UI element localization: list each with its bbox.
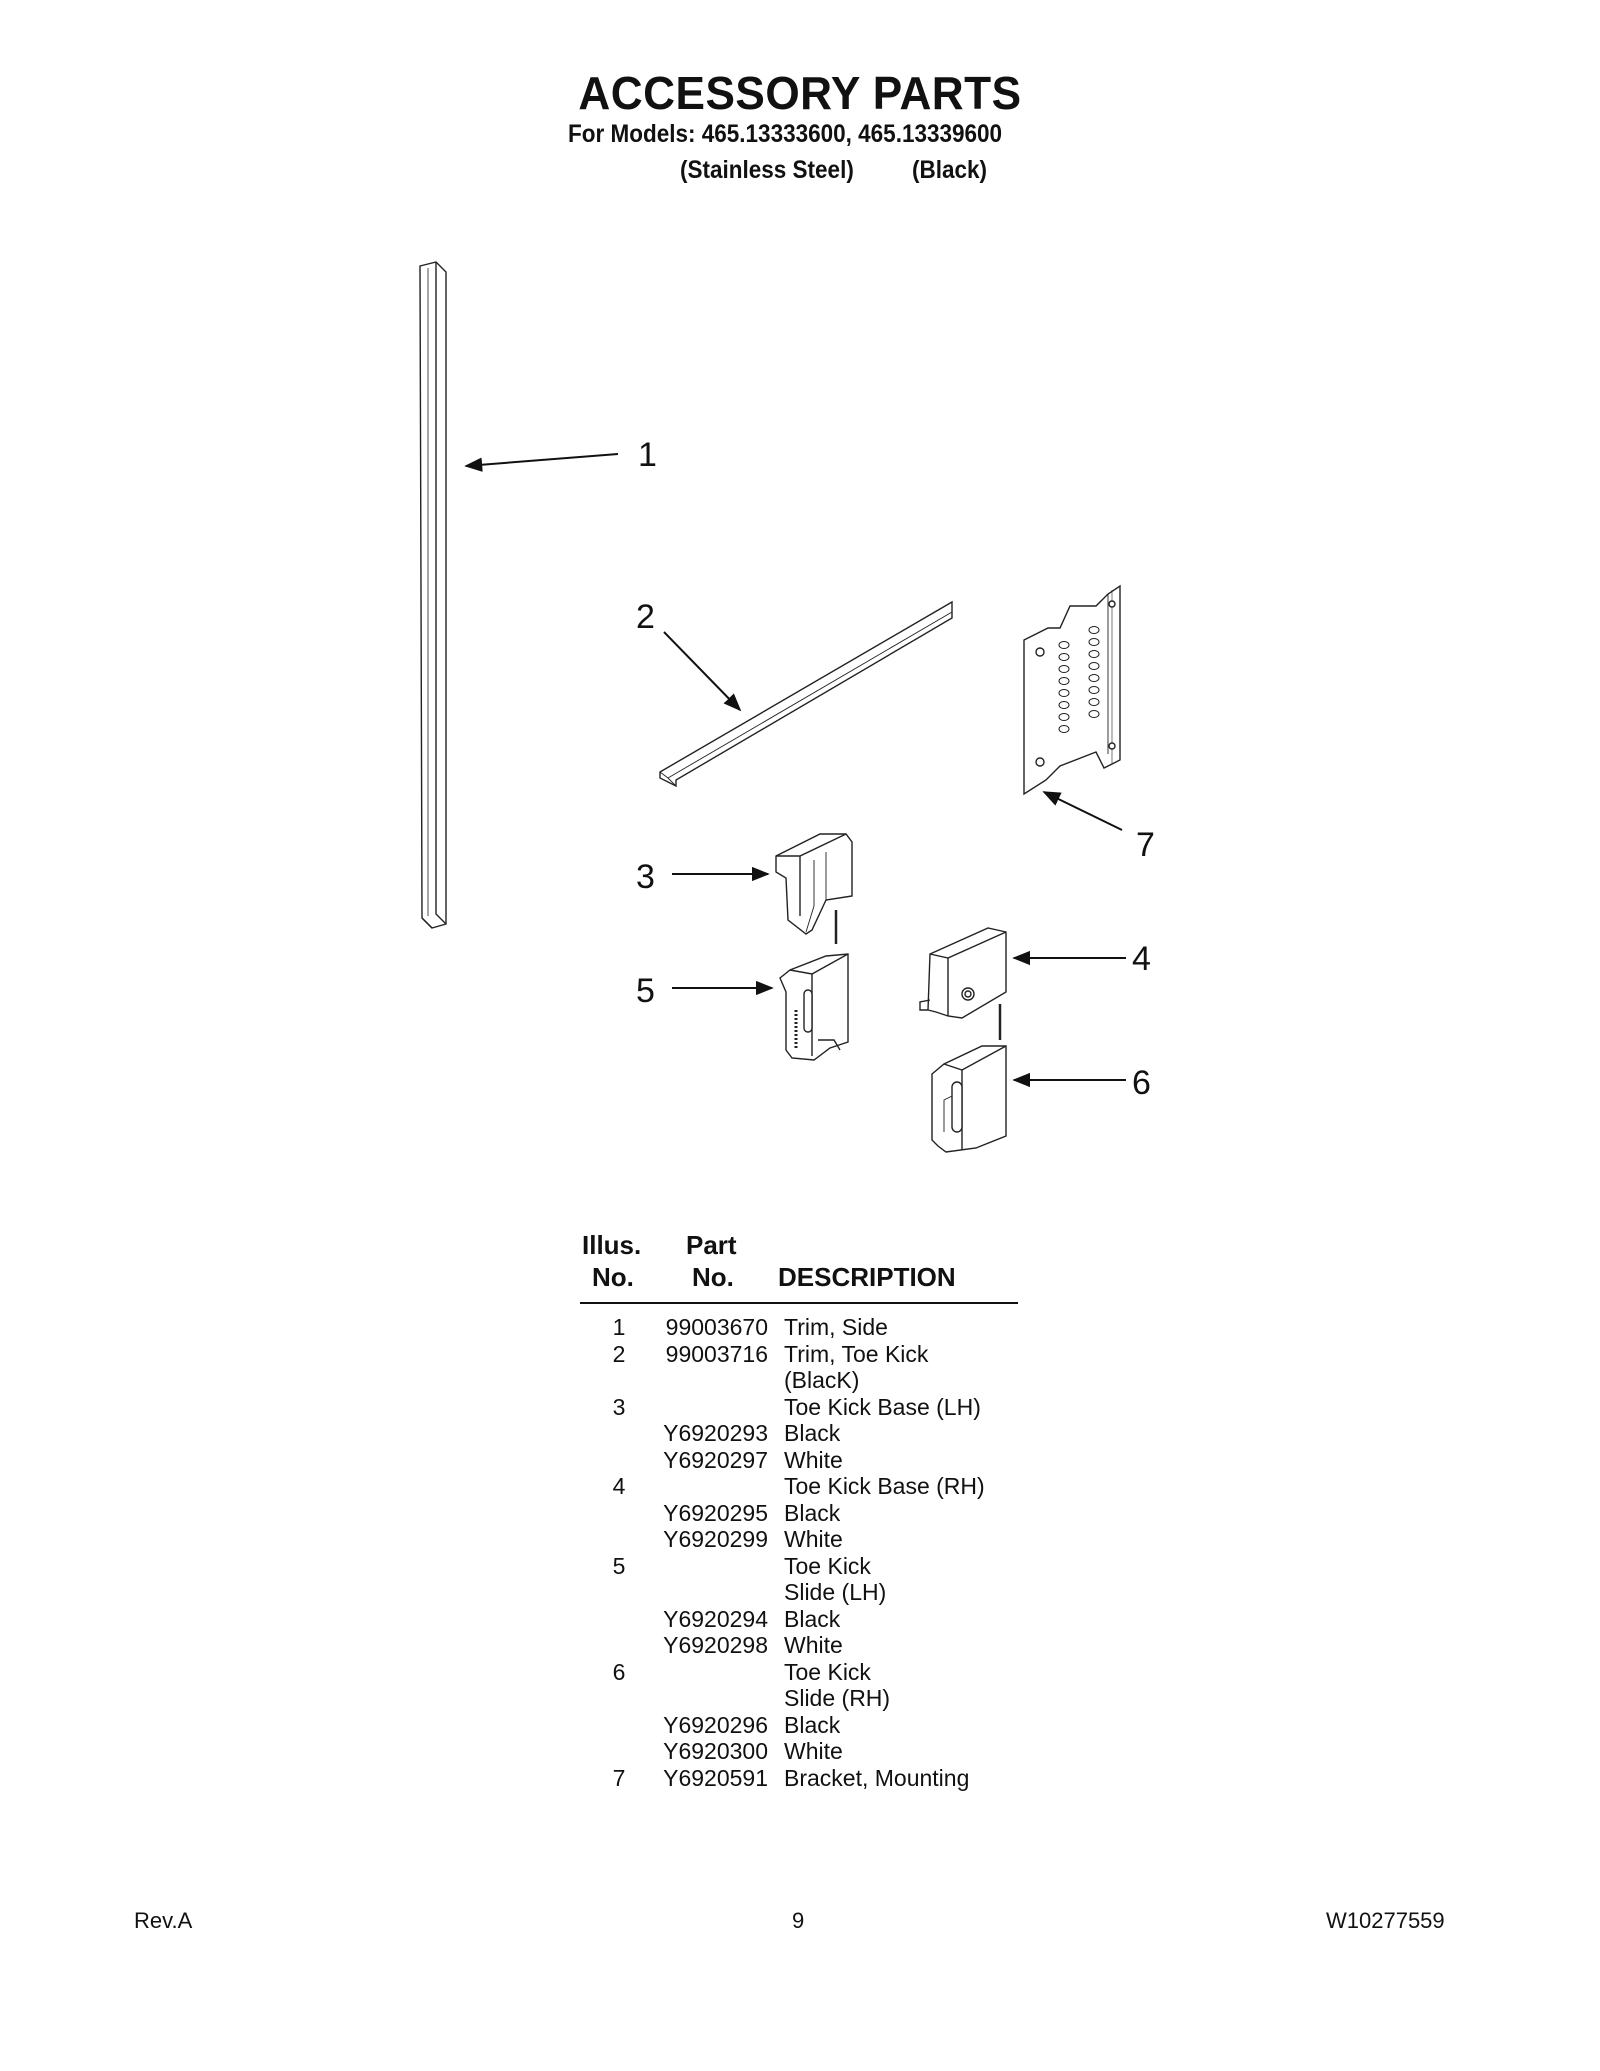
row-illus-no: 6 (612, 1659, 626, 1685)
row-description: Slide (LH) (784, 1579, 887, 1605)
row-description: Black (784, 1500, 841, 1526)
row-part-no: Y6920591 (663, 1765, 768, 1791)
row-illus-no: 3 (612, 1394, 626, 1420)
row-description: Black (784, 1712, 841, 1738)
part-side-trim (419, 261, 447, 929)
row-part-no: 99003716 (665, 1341, 768, 1367)
part-mounting-bracket (1023, 584, 1121, 796)
header-part-line1: Part (686, 1230, 737, 1260)
row-description: (BlacK) (784, 1367, 860, 1393)
exploded-parts-diagram: 1 2 3 4 5 6 7 (419, 261, 1155, 1153)
row-description: Trim, Side (784, 1314, 888, 1340)
header-illus-line1: Illus. (582, 1230, 642, 1260)
row-illus-no: 4 (612, 1473, 626, 1499)
variant-stainless: (Stainless Steel) (680, 156, 854, 184)
callout-7: 7 (1136, 826, 1155, 864)
models-line: For Models: 465.13333600, 465.13339600 (568, 120, 1003, 148)
callout-5: 5 (636, 972, 655, 1010)
header-description: DESCRIPTION (778, 1262, 956, 1292)
footer-revision: Rev.A (134, 1908, 193, 1933)
leader-1 (464, 453, 619, 472)
row-part-no: Y6920297 (663, 1447, 768, 1473)
row-description: Toe Kick (784, 1553, 871, 1579)
header-illus-line2: No. (592, 1262, 634, 1292)
callout-3: 3 (636, 858, 655, 896)
part-toe-kick-base-lh (775, 833, 853, 935)
row-illus-no: 7 (612, 1765, 626, 1791)
footer-document-number: W10277559 (1326, 1908, 1445, 1933)
row-part-no: Y6920299 (663, 1526, 768, 1552)
page-title: ACCESSORY PARTS (578, 67, 1022, 119)
callout-6: 6 (1132, 1064, 1151, 1102)
footer-page-number: 9 (792, 1908, 805, 1933)
row-illus-no: 1 (612, 1314, 626, 1340)
row-part-no: 99003670 (665, 1314, 768, 1340)
leader-7 (1042, 791, 1123, 831)
part-toe-kick-slide-rh (931, 1045, 1007, 1153)
row-description: Trim, Toe Kick (784, 1341, 929, 1367)
row-part-no: Y6920296 (663, 1712, 768, 1738)
row-description: Toe Kick Base (RH) (784, 1473, 985, 1499)
row-description: White (784, 1738, 843, 1764)
callout-4: 4 (1132, 940, 1151, 978)
row-description: White (784, 1632, 843, 1658)
header-part-line2: No. (692, 1262, 734, 1292)
row-illus-no: 2 (612, 1341, 626, 1367)
row-description: Toe Kick (784, 1659, 871, 1685)
row-description: Black (784, 1606, 841, 1632)
row-description: White (784, 1447, 843, 1473)
row-part-no: Y6920298 (663, 1632, 768, 1658)
row-illus-no: 5 (612, 1553, 626, 1579)
part-toe-kick-trim (659, 600, 953, 788)
row-description: Slide (RH) (784, 1685, 891, 1711)
part-toe-kick-slide-lh (779, 953, 849, 1061)
part-toe-kick-base-rh (919, 927, 1007, 1019)
table-header-rule (580, 1302, 1018, 1304)
row-description: Bracket, Mounting (784, 1765, 970, 1791)
row-description: Toe Kick Base (LH) (784, 1394, 981, 1420)
callout-2: 2 (636, 598, 655, 636)
row-part-no: Y6920294 (663, 1606, 768, 1632)
row-description: White (784, 1526, 843, 1552)
variant-black: (Black) (912, 156, 988, 184)
row-description: Black (784, 1420, 841, 1446)
leader-2 (663, 631, 742, 712)
row-part-no: Y6920300 (663, 1738, 768, 1764)
row-part-no: Y6920295 (663, 1500, 768, 1526)
row-part-no: Y6920293 (663, 1420, 768, 1446)
callout-1: 1 (638, 436, 657, 474)
